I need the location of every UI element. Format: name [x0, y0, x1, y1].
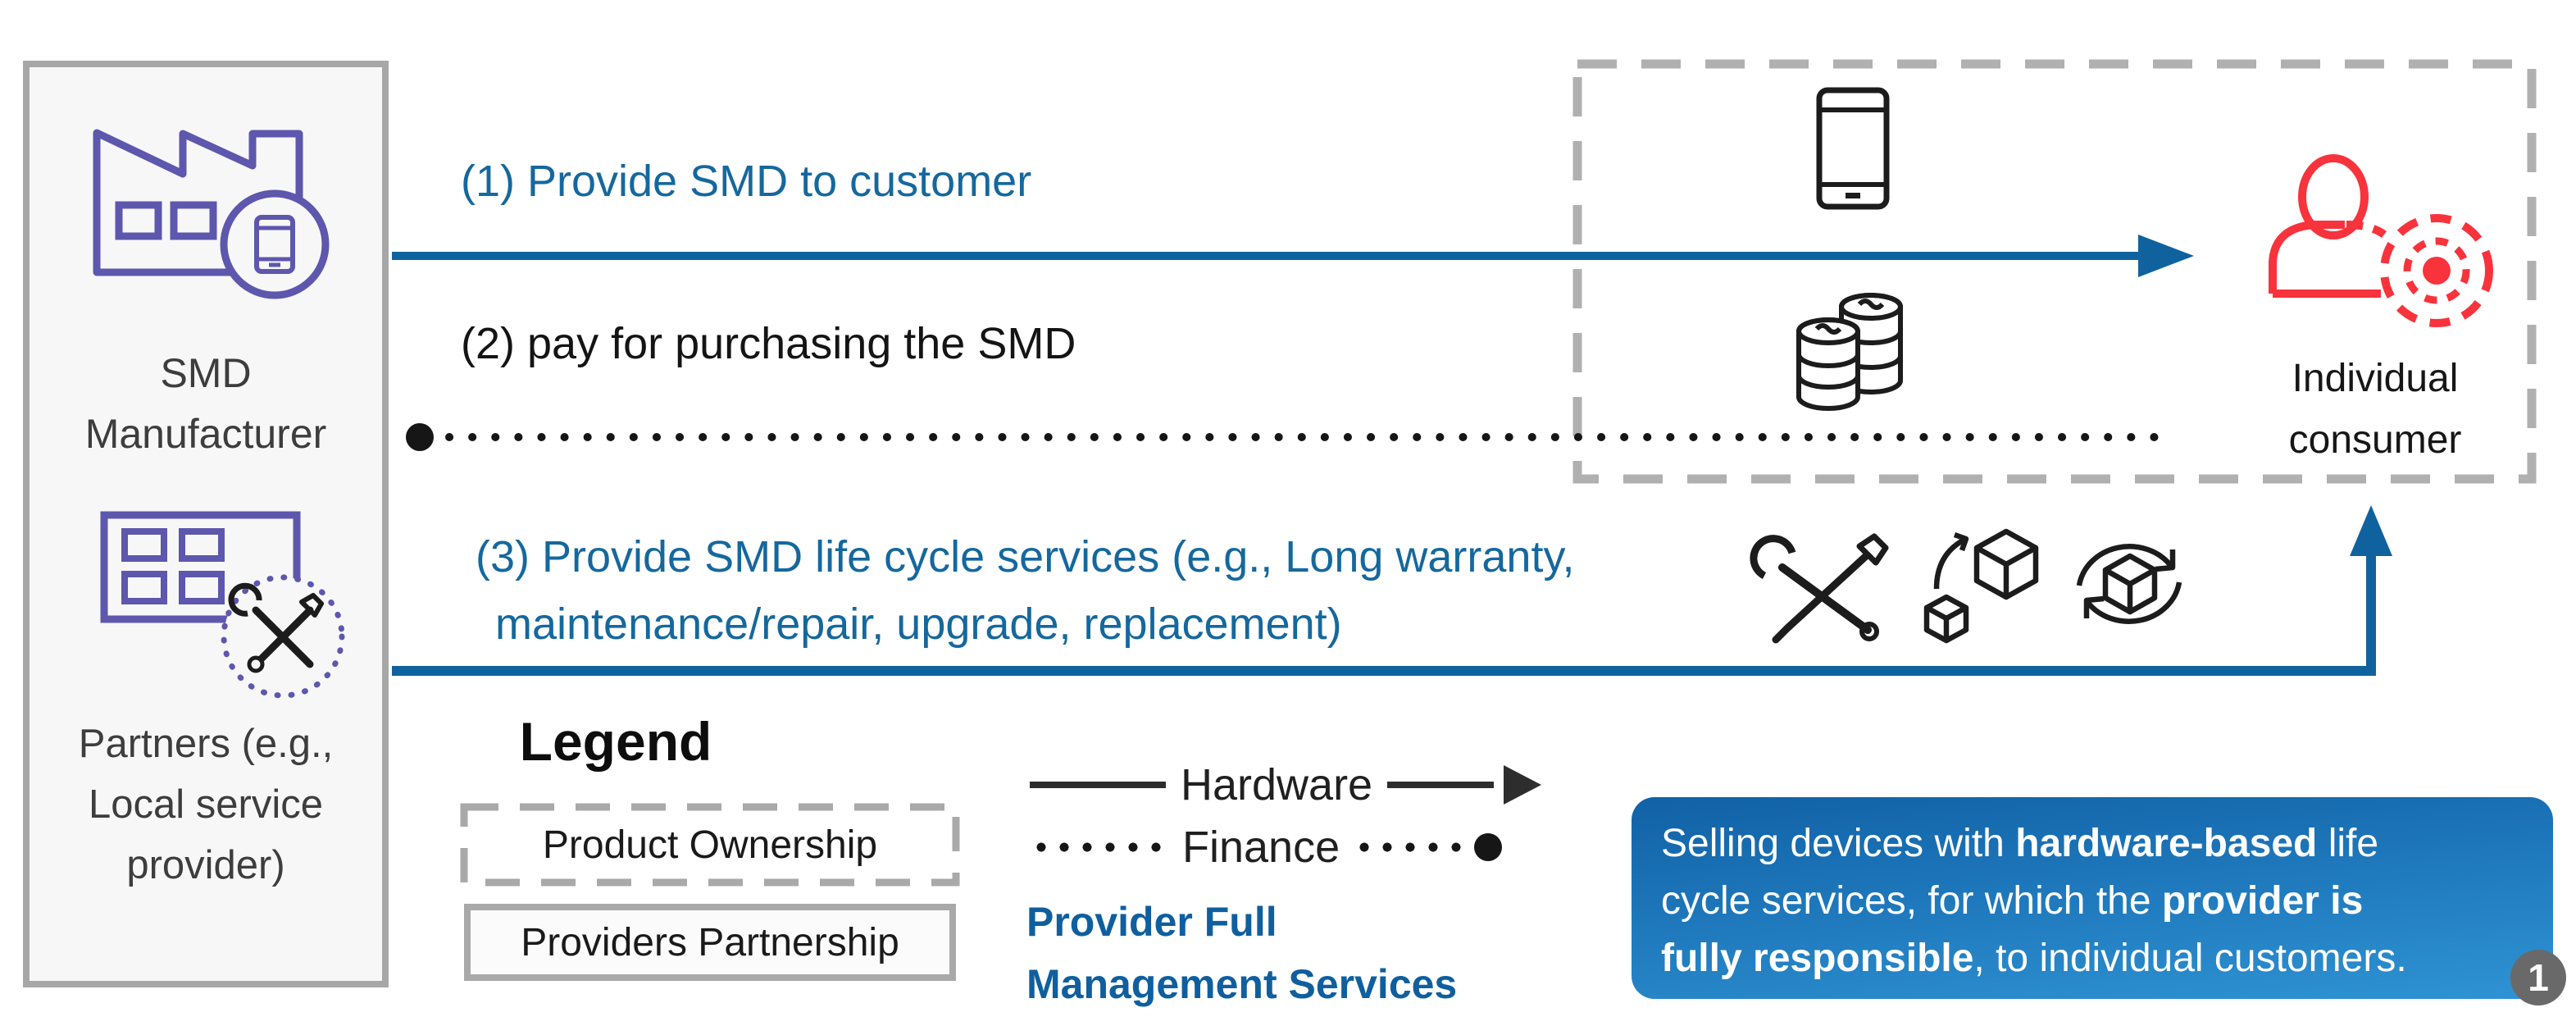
flow1-label: (1) Provide SMD to customer: [461, 157, 1032, 206]
model-number-badge: 1: [2510, 950, 2566, 1005]
callout-text-bold: provider is: [2161, 879, 2364, 923]
person-icon: [2269, 154, 2493, 327]
tools-circle-icon: [221, 574, 345, 699]
finance-dot-icon: [406, 423, 434, 451]
callout-text: , to individual customers.: [1973, 937, 2407, 980]
flow3-label-line1: (3) Provide SMD life cycle services (e.g…: [476, 532, 1575, 581]
callout-text: cycle services, for which the: [1661, 879, 2162, 923]
legend-finance-row: Finance: [1030, 823, 1503, 872]
arrow-right-icon: [1504, 765, 1542, 805]
consumer-label-line1: Individual: [2292, 357, 2459, 400]
arrow-right-icon: [2138, 235, 2194, 277]
flow2-label: (2) pay for purchasing the SMD: [461, 319, 1076, 368]
legend-finance-label: Finance: [1182, 823, 1340, 872]
partners-label: Partners (e.g., Local service provider): [23, 714, 389, 896]
replace-cycle-icon: [2076, 544, 2182, 624]
finance-dot-icon: [1474, 833, 1503, 861]
individual-consumer-label: Individual consumer: [2248, 348, 2502, 471]
partners-grid-icon: [100, 511, 345, 699]
coins-icon: [1796, 293, 1903, 411]
manufacturer-label-line1: SMD: [160, 350, 252, 396]
finance-dots-left: [1030, 842, 1169, 852]
providers-partnership-panel: [23, 61, 389, 987]
upgrade-icon: [1923, 528, 2039, 644]
finance-dots-right: [1353, 842, 1462, 852]
legend-product-ownership-label: Product Ownership: [542, 823, 878, 867]
callout-line3: fully responsible, to individual custome…: [1661, 930, 2524, 987]
legend-title: Legend: [519, 711, 712, 772]
hardware-line-left: [1030, 782, 1166, 788]
arrow-up-icon: [2350, 505, 2392, 556]
target-icon: [2380, 214, 2493, 327]
legend-providers-partnership-label: Providers Partnership: [521, 920, 899, 964]
model-description-callout: Selling devices with hardware-based life…: [1632, 797, 2553, 999]
callout-text: life: [2317, 822, 2379, 865]
pfms-line1: Provider Full: [1026, 899, 1277, 945]
partners-label-line3: provider): [126, 843, 285, 887]
partners-label-line2: Local service: [89, 782, 323, 827]
flow3-service-line: [392, 551, 2376, 676]
wrench-screwdriver-icon: [1750, 533, 1889, 644]
flow3-label-line2: maintenance/repair, upgrade, replacement…: [495, 600, 1342, 649]
callout-line1: Selling devices with hardware-based life: [1661, 815, 2524, 873]
consumer-label-line2: consumer: [2288, 418, 2462, 462]
callout-line2: cycle services, for which the provider i…: [1661, 873, 2524, 930]
callout-text: Selling devices with: [1661, 822, 2016, 865]
callout-text-bold: hardware-based: [2015, 822, 2318, 865]
pfms-line2: Management Services: [1026, 961, 1458, 1007]
legend-product-ownership-box: [460, 803, 960, 887]
callout-text-bold: fully responsible: [1661, 937, 1974, 980]
manufacturer-label: SMD Manufacturer: [23, 343, 389, 464]
provider-full-management-services-label: Provider Full Management Services: [1026, 891, 1457, 1015]
hardware-line-right: [1387, 782, 1495, 788]
manufacturer-label-line2: Manufacturer: [84, 411, 327, 457]
legend-hardware-row: Hardware: [1030, 759, 1542, 810]
smartphone-icon: [1816, 87, 1890, 210]
partners-label-line1: Partners (e.g.,: [78, 722, 334, 766]
legend-providers-partnership-box: Providers Partnership: [464, 904, 956, 981]
factory-icon: [93, 129, 330, 299]
flow3-label: (3) Provide SMD life cycle services (e.g…: [476, 531, 1574, 650]
product-ownership-boundary: [1572, 59, 2537, 484]
legend-hardware-label: Hardware: [1181, 760, 1373, 809]
